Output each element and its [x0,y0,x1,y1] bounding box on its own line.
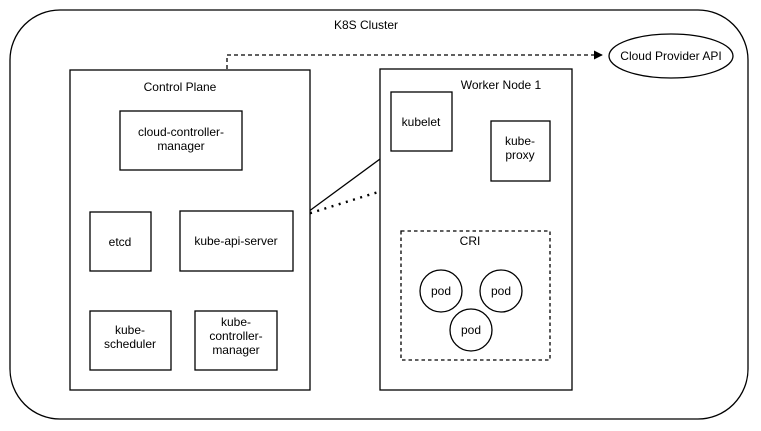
pod-3: pod [449,308,493,352]
pod-2: pod [479,269,523,313]
kube-proxy-label-line-1: kube- [505,134,535,148]
cloud-controller-manager-label-line-1: cloud-controller- [138,125,224,139]
kube-controller-manager-label-line-3: manager [212,343,259,357]
etcd-label: etcd [109,235,132,249]
pod-2-circle [479,269,523,313]
kubelet-box [390,91,453,152]
pod-2-label: pod [491,284,511,298]
cloud-provider-api-shape [608,33,734,79]
kube-proxy-box [490,120,551,182]
kube-scheduler-label-line-1: kube- [115,323,145,337]
kubelet-label: kubelet [402,115,441,129]
cloud-controller-manager-node: cloud-controller- manager [119,110,243,171]
kube-proxy-node: kube- proxy [490,120,551,182]
pod-1: pod [419,269,463,313]
etcd-node: etcd [89,211,152,272]
worker-node-label: Worker Node 1 [461,78,542,92]
kube-scheduler-box [89,310,172,371]
kube-controller-manager-label-line-1: kube- [221,315,251,329]
edge-cloud-controller-manager-to-cloud-provider-api [226,50,603,111]
etcd-box [89,211,152,272]
cloud-provider-api-label: Cloud Provider API [620,49,721,63]
kube-api-server-box [179,210,294,272]
pod-1-circle [419,269,463,313]
kube-api-server-label: kube-api-server [194,234,277,248]
pod-3-label: pod [461,323,481,337]
cluster-label: K8S Cluster [334,18,398,32]
pod-1-label: pod [431,284,451,298]
control-plane-label: Control Plane [144,80,217,94]
pod-3-circle [449,308,493,352]
kube-controller-manager-node: kube- controller- manager [194,310,278,371]
cloud-controller-manager-box [119,110,243,171]
kube-controller-manager-box [194,310,278,371]
kubelet-node: kubelet [390,91,453,152]
cloud-controller-manager-label-line-2: manager [157,139,204,153]
kube-api-server-node: kube-api-server [179,210,294,272]
kube-proxy-label-line-2: proxy [505,148,534,162]
cri-label: CRI [460,234,481,248]
kube-controller-manager-label-line-2: controller- [209,329,262,343]
edge-kubelet-to-kube-api-server [296,150,392,221]
kube-scheduler-node: kube- scheduler [89,310,172,371]
kube-scheduler-label-line-2: scheduler [104,337,156,351]
cloud-provider-api-node: Cloud Provider API [608,33,734,79]
